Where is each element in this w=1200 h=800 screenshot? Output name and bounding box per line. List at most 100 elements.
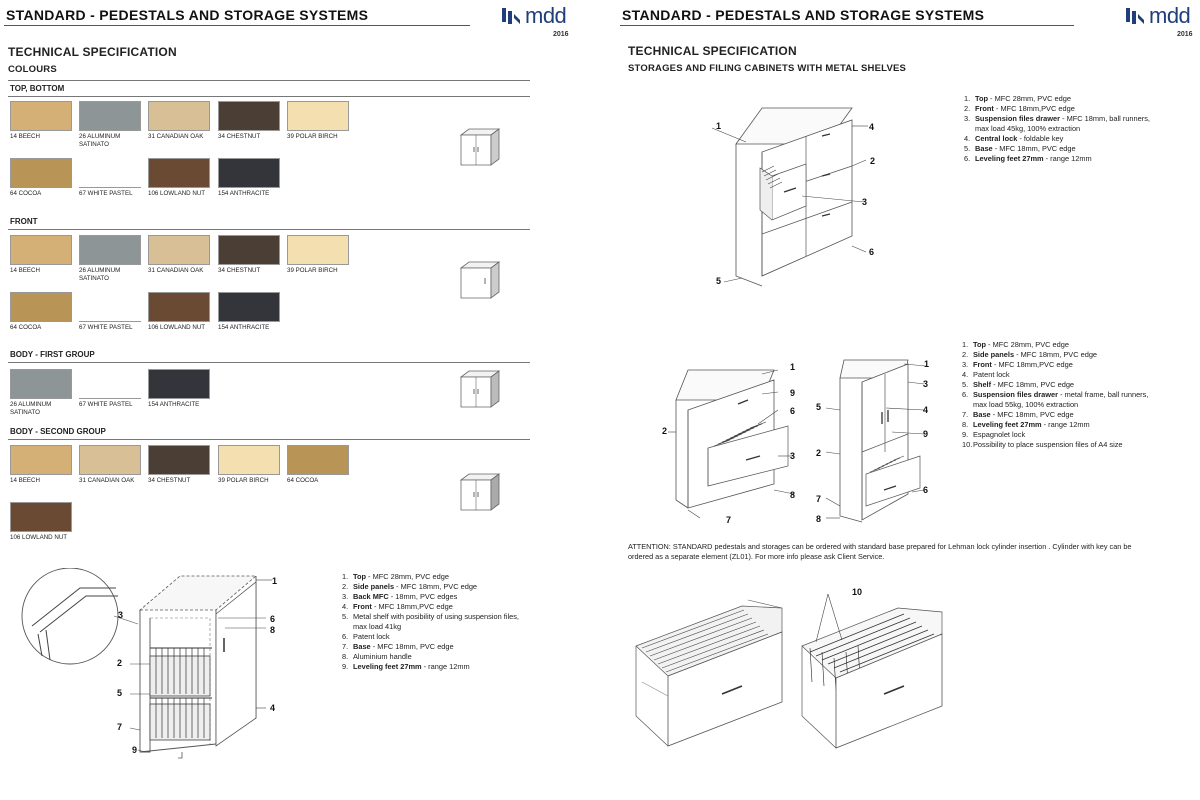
spec-item: 2. Side panels - MFC 18mm, PVC edge bbox=[962, 350, 1162, 360]
colour-swatch: 67 WHITE PASTEL bbox=[79, 369, 141, 409]
rule bbox=[8, 229, 530, 230]
rule bbox=[8, 96, 530, 97]
callout-d10: 10 bbox=[852, 587, 863, 597]
spec-number: 5. bbox=[964, 144, 971, 153]
swatch-chip bbox=[10, 235, 72, 265]
callout-c8: 8 bbox=[816, 514, 822, 524]
swatch-label: 67 WHITE PASTEL bbox=[79, 324, 133, 331]
callout-c5: 5 bbox=[816, 402, 822, 412]
swatch-chip bbox=[148, 369, 210, 399]
swatch-label: 67 WHITE PASTEL bbox=[79, 190, 133, 197]
spec-text: Front - MFC 18mm,PVC edge bbox=[973, 360, 1073, 369]
spec-number: 2. bbox=[964, 104, 971, 113]
colour-swatch: 34 CHESTNUT bbox=[218, 101, 280, 141]
spec-text: Metal shelf with posibility of using sus… bbox=[353, 612, 519, 631]
callout-4: 4 bbox=[270, 703, 276, 713]
swatch-label: 106 LOWLAND NUT bbox=[10, 534, 68, 541]
spec-number: 7. bbox=[962, 410, 969, 419]
spec-item: 1.Top - MFC 28mm, PVC edge bbox=[964, 94, 1164, 104]
swatch-label: 26 ALUMINUM SATINATO bbox=[79, 267, 121, 282]
spec-text: Front - MFC 18mm,PVC edge bbox=[975, 104, 1075, 113]
callout-c3: 3 bbox=[923, 379, 929, 389]
callout-9: 9 bbox=[132, 745, 138, 755]
colour-swatch: 106 LOWLAND NUT bbox=[148, 158, 210, 198]
swatch-label: 64 COCOA bbox=[287, 477, 319, 484]
spec-number: 1. bbox=[962, 340, 969, 349]
swatch-label: 34 CHESTNUT bbox=[148, 477, 191, 484]
spec-item: 2.Side panels - MFC 18mm, PVC edge bbox=[342, 582, 522, 592]
spec-item: 3. Front - MFC 18mm,PVC edge bbox=[962, 360, 1162, 370]
colour-swatch: 106 LOWLAND NUT bbox=[10, 502, 72, 542]
swatch-label: 39 POLAR BIRCH bbox=[218, 477, 269, 484]
swatch-chip bbox=[10, 101, 72, 131]
swatch-chip bbox=[79, 235, 141, 265]
callout-a6: 6 bbox=[869, 247, 875, 257]
callout-c6: 6 bbox=[923, 485, 929, 495]
callout-a1: 1 bbox=[716, 121, 722, 131]
colour-swatch: 26 ALUMINUM SATINATO bbox=[79, 235, 141, 282]
spec-number: 7. bbox=[342, 642, 349, 651]
colour-swatch: 14 BEECH bbox=[10, 235, 72, 275]
colour-swatch: 39 POLAR BIRCH bbox=[287, 235, 349, 275]
callout-b9: 9 bbox=[790, 388, 796, 398]
swatch-chip bbox=[79, 398, 141, 399]
swatch-chip bbox=[79, 445, 141, 475]
swatch-label: 26 ALUMINUM SATINATO bbox=[79, 133, 121, 148]
colour-swatch: 154 ANTHRACITE bbox=[218, 292, 280, 332]
swatch-label: 14 BEECH bbox=[10, 477, 40, 484]
swatch-chip bbox=[79, 321, 141, 322]
page-right: STANDARD - PEDESTALS AND STORAGE SYSTEMS… bbox=[612, 0, 1200, 800]
colour-swatch: 67 WHITE PASTEL bbox=[79, 158, 141, 198]
swatch-chip bbox=[79, 101, 141, 131]
spec-text: Base - MFC 18mm, PVC edge bbox=[353, 642, 454, 651]
callout-b3: 3 bbox=[790, 451, 796, 461]
spec-number: 3. bbox=[962, 360, 969, 369]
swatch-label: 31 CANADIAN OAK bbox=[148, 267, 204, 274]
spec-item: 7. Base - MFC 18mm, PVC edge bbox=[342, 642, 522, 652]
colour-swatch: 67 WHITE PASTEL bbox=[79, 292, 141, 332]
spec-text: Base - MFC 18mm, PVC edge bbox=[973, 410, 1074, 419]
colour-swatch: 31 CANADIAN OAK bbox=[148, 235, 210, 275]
spec-number: 2. bbox=[342, 582, 349, 591]
swatch-chip bbox=[218, 158, 280, 188]
cabinet-thumbnail-icon bbox=[459, 128, 501, 166]
spec-item: 1.Top - MFC 28mm, PVC edge bbox=[962, 340, 1162, 350]
mdd-logo: mdd bbox=[1124, 3, 1191, 29]
swatch-label: 64 COCOA bbox=[10, 190, 42, 197]
callout-a5: 5 bbox=[716, 276, 722, 286]
callout-1: 1 bbox=[272, 576, 278, 586]
swatch-chip bbox=[218, 445, 280, 475]
spec-item: 5. Base - MFC 18mm, PVC edge bbox=[964, 144, 1164, 154]
year-label: 2016 bbox=[553, 31, 569, 38]
callout-c7: 7 bbox=[816, 494, 822, 504]
spec-item: 6.Leveling feet 27mm - range 12mm bbox=[964, 154, 1164, 164]
swatch-chip bbox=[148, 292, 210, 322]
spec-number: 5. bbox=[342, 612, 349, 621]
callout-5: 5 bbox=[117, 688, 123, 698]
spec-number: 10. bbox=[962, 440, 973, 449]
spec-text: Top - MFC 28mm, PVC edge bbox=[353, 572, 449, 581]
spec-number: 5. bbox=[962, 380, 969, 389]
year-label: 2016 bbox=[1177, 31, 1193, 38]
swatch-label: 67 WHITE PASTEL bbox=[79, 401, 133, 408]
callout-3: 3 bbox=[118, 610, 124, 620]
spec-item: 2. Front - MFC 18mm,PVC edge bbox=[964, 104, 1164, 114]
spec-number: 4. bbox=[964, 134, 971, 143]
colour-swatch: 26 ALUMINUM SATINATO bbox=[10, 369, 72, 416]
spec-number: 6. bbox=[342, 632, 349, 641]
spec-text: Espagnolet lock bbox=[973, 430, 1026, 439]
spec-text: Base - MFC 18mm, PVC edge bbox=[975, 144, 1076, 153]
logo-text: mdd bbox=[1149, 3, 1191, 28]
spec-number: 2. bbox=[962, 350, 969, 359]
colour-group-title: TOP, BOTTOM bbox=[10, 84, 65, 93]
callout-6: 6 bbox=[270, 614, 276, 624]
spec-item: 10.Possibility to place suspension files… bbox=[962, 440, 1162, 450]
spec-item: 1.Top - MFC 28mm, PVC edge bbox=[342, 572, 522, 582]
colours-heading: COLOURS bbox=[8, 64, 57, 75]
spec-text: Side panels - MFC 18mm, PVC edge bbox=[973, 350, 1098, 359]
swatch-chip bbox=[148, 101, 210, 131]
logo-text: mdd bbox=[525, 3, 567, 28]
swatch-chip bbox=[287, 101, 349, 131]
